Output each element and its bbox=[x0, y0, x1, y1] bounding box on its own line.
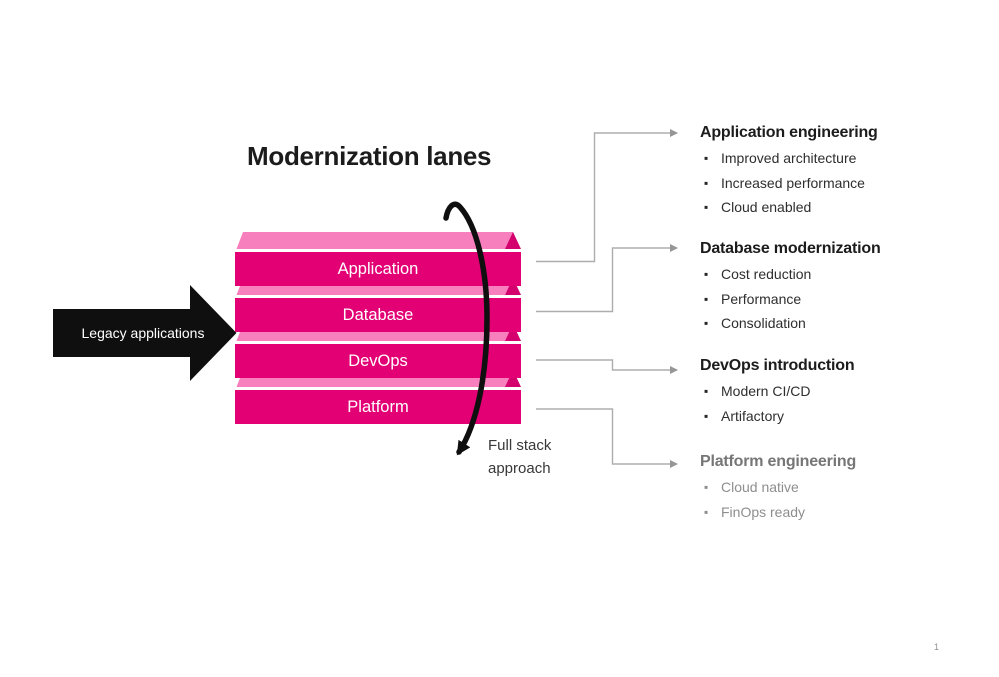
bullet-text: Modern CI/CD bbox=[721, 383, 811, 400]
section-heading: DevOps introduction bbox=[700, 357, 855, 374]
stack-slab-application bbox=[235, 232, 521, 286]
list-item: ▪ Cloud native bbox=[700, 475, 975, 500]
section-application-engineering: Application engineering ▪ Improved archi… bbox=[700, 123, 975, 220]
stack-3d bbox=[235, 232, 521, 424]
bullet-icon: ▪ bbox=[704, 316, 709, 330]
bullet-text: Consolidation bbox=[721, 315, 806, 332]
bullet-icon: ▪ bbox=[704, 408, 709, 423]
connector-application bbox=[536, 129, 678, 263]
page-title: Modernization lanes bbox=[247, 141, 492, 171]
page-number: 1 bbox=[934, 642, 940, 652]
list-item: ▪ Modern CI/CD bbox=[700, 379, 975, 404]
legacy-arrow-shape bbox=[53, 285, 237, 381]
full-stack-note: Full stack approach bbox=[488, 434, 551, 480]
section-heading: Platform engineering bbox=[700, 453, 857, 470]
bullet-text: Cloud native bbox=[721, 479, 799, 496]
list-item: ▪ Improved architecture bbox=[700, 146, 975, 171]
bullet-icon: ▪ bbox=[704, 267, 709, 281]
section-bullet-list: ▪ Cost reduction ▪ Performance ▪ Consoli… bbox=[700, 262, 975, 336]
full-stack-note-line1: Full stack bbox=[488, 437, 552, 454]
list-item: ▪ Cost reduction bbox=[700, 262, 975, 287]
bullet-text: Improved architecture bbox=[721, 150, 857, 167]
section-platform-engineering: Platform engineering ▪ Cloud native ▪ Fi… bbox=[700, 452, 975, 524]
list-item: ▪ Performance bbox=[700, 287, 975, 312]
bullet-icon: ▪ bbox=[704, 175, 709, 190]
bullet-text: FinOps ready bbox=[721, 503, 806, 520]
stack-layer-label-application: Application bbox=[337, 260, 419, 278]
bullet-text: Cloud enabled bbox=[721, 199, 812, 216]
bullet-icon: ▪ bbox=[704, 151, 709, 165]
connector-database bbox=[536, 244, 678, 313]
section-devops-introduction: DevOps introduction ▪ Modern CI/CD ▪ Art… bbox=[700, 356, 975, 428]
connector-devops bbox=[536, 359, 678, 374]
stack-layer-label-platform: Platform bbox=[347, 398, 409, 416]
section-bullet-list: ▪ Modern CI/CD ▪ Artifactory bbox=[700, 379, 975, 428]
bullet-text: Performance bbox=[721, 290, 802, 307]
stack-layer-label-devops: DevOps bbox=[348, 352, 408, 370]
bullet-text: Increased performance bbox=[721, 174, 865, 191]
legacy-arrow-label: Legacy applications bbox=[81, 325, 205, 341]
section-bullet-list: ▪ Improved architecture ▪ Increased perf… bbox=[700, 146, 975, 220]
bullet-text: Cost reduction bbox=[721, 266, 812, 283]
full-stack-note-line2: approach bbox=[488, 460, 551, 477]
section-bullet-list: ▪ Cloud native ▪ FinOps ready bbox=[700, 475, 975, 524]
bullet-icon: ▪ bbox=[704, 384, 709, 398]
connector-platform bbox=[536, 408, 678, 468]
bullet-text: Artifactory bbox=[721, 407, 785, 424]
list-item: ▪ Increased performance bbox=[700, 171, 975, 196]
bullet-icon: ▪ bbox=[704, 200, 709, 214]
section-heading: Application engineering bbox=[700, 124, 878, 141]
list-item: ▪ Artifactory bbox=[700, 404, 975, 429]
bullet-icon: ▪ bbox=[704, 291, 709, 306]
bullet-icon: ▪ bbox=[704, 480, 709, 494]
list-item: ▪ Consolidation bbox=[700, 311, 975, 336]
section-database-modernization: Database modernization ▪ Cost reduction … bbox=[700, 239, 975, 336]
list-item: ▪ Cloud enabled bbox=[700, 195, 975, 220]
full-stack-curved-arrow bbox=[443, 201, 490, 456]
bullet-icon: ▪ bbox=[704, 504, 709, 519]
list-item: ▪ FinOps ready bbox=[700, 500, 975, 525]
connector-lines bbox=[536, 129, 678, 468]
stack-layer-label-database: Database bbox=[342, 306, 414, 324]
section-heading: Database modernization bbox=[700, 240, 881, 257]
